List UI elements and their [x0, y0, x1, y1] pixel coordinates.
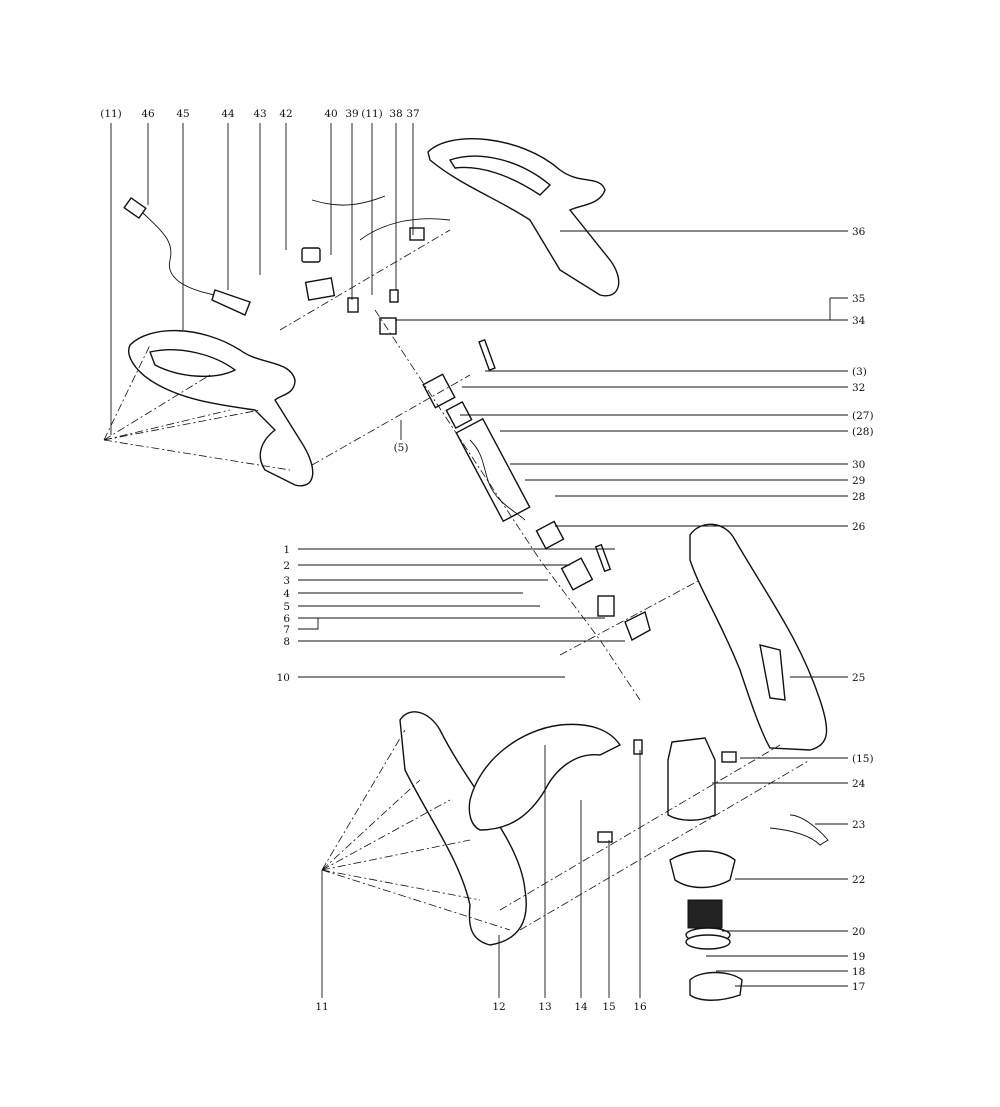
part-label: 44 [221, 108, 235, 120]
parts [123, 138, 829, 1001]
part-label: 19 [852, 951, 865, 963]
part-label: 26 [852, 521, 866, 533]
part-label: 29 [852, 475, 865, 487]
part-label: 6 [283, 613, 290, 625]
lower-housing-12 [399, 711, 527, 946]
part-label: 37 [406, 108, 419, 120]
shaft-tube-30 [455, 417, 531, 523]
part-label: 42 [279, 108, 292, 120]
part-label: (15) [852, 753, 874, 765]
part-label: 1 [283, 544, 290, 556]
part-label: 46 [141, 108, 155, 120]
part-label: 18 [852, 966, 865, 978]
motor-housing-25 [689, 523, 828, 751]
part-label: 20 [852, 926, 865, 938]
part-label: 7 [283, 624, 290, 636]
sleeve-26 [535, 520, 565, 550]
part-label: 40 [324, 108, 337, 120]
edge-guide-23 [769, 814, 829, 846]
part-label: 32 [852, 382, 865, 394]
part-34 [379, 317, 397, 335]
bracket-line [829, 297, 848, 320]
upper-handle-housing-36 [427, 138, 620, 297]
part-label: 8 [283, 636, 290, 648]
part-label: 36 [852, 226, 866, 238]
motor-24 [667, 737, 716, 821]
part-label: 11 [315, 1001, 328, 1013]
part-label: 5 [283, 601, 290, 613]
part-label: 16 [633, 1001, 647, 1013]
part-label: 17 [852, 981, 865, 993]
part-label: (11) [100, 108, 122, 120]
part-label: 14 [574, 1001, 588, 1013]
spool-cover-17 [689, 971, 743, 1001]
part-label: 3 [283, 575, 290, 587]
switch-cover-43 [304, 277, 336, 301]
part-label: 28 [852, 491, 865, 503]
part-label: 43 [253, 108, 266, 120]
part-label: 34 [852, 315, 866, 327]
part-label: 23 [852, 819, 865, 831]
knob-8 [624, 610, 651, 642]
part-label: 30 [852, 459, 865, 471]
part-label: 4 [283, 588, 290, 600]
power-cord-46 [139, 209, 241, 306]
part-label: 39 [345, 108, 358, 120]
part-label: 10 [277, 672, 290, 684]
bracket-line [298, 618, 319, 630]
part-label: 45 [176, 108, 189, 120]
part-label: 2 [283, 560, 290, 572]
lower-coupler-2 [560, 557, 594, 591]
part-label: 22 [852, 874, 865, 886]
part-label: 12 [492, 1001, 505, 1013]
part-label: (3) [852, 366, 867, 378]
part-label: 24 [852, 778, 866, 790]
cord-protector-44 [211, 289, 251, 316]
part-label: (28) [852, 426, 874, 438]
fan-22 [669, 850, 736, 889]
part-label: (27) [852, 410, 874, 422]
coupler-32 [422, 373, 456, 409]
spring-20 [687, 899, 723, 929]
switch-42 [301, 247, 321, 263]
part-label: 13 [538, 1001, 551, 1013]
part-label: (11) [361, 108, 383, 120]
part-label: 38 [389, 108, 402, 120]
part-label: 35 [852, 293, 865, 305]
part-label: (5) [394, 442, 409, 454]
part-label: 25 [852, 672, 865, 684]
part-label: 15 [602, 1001, 615, 1013]
